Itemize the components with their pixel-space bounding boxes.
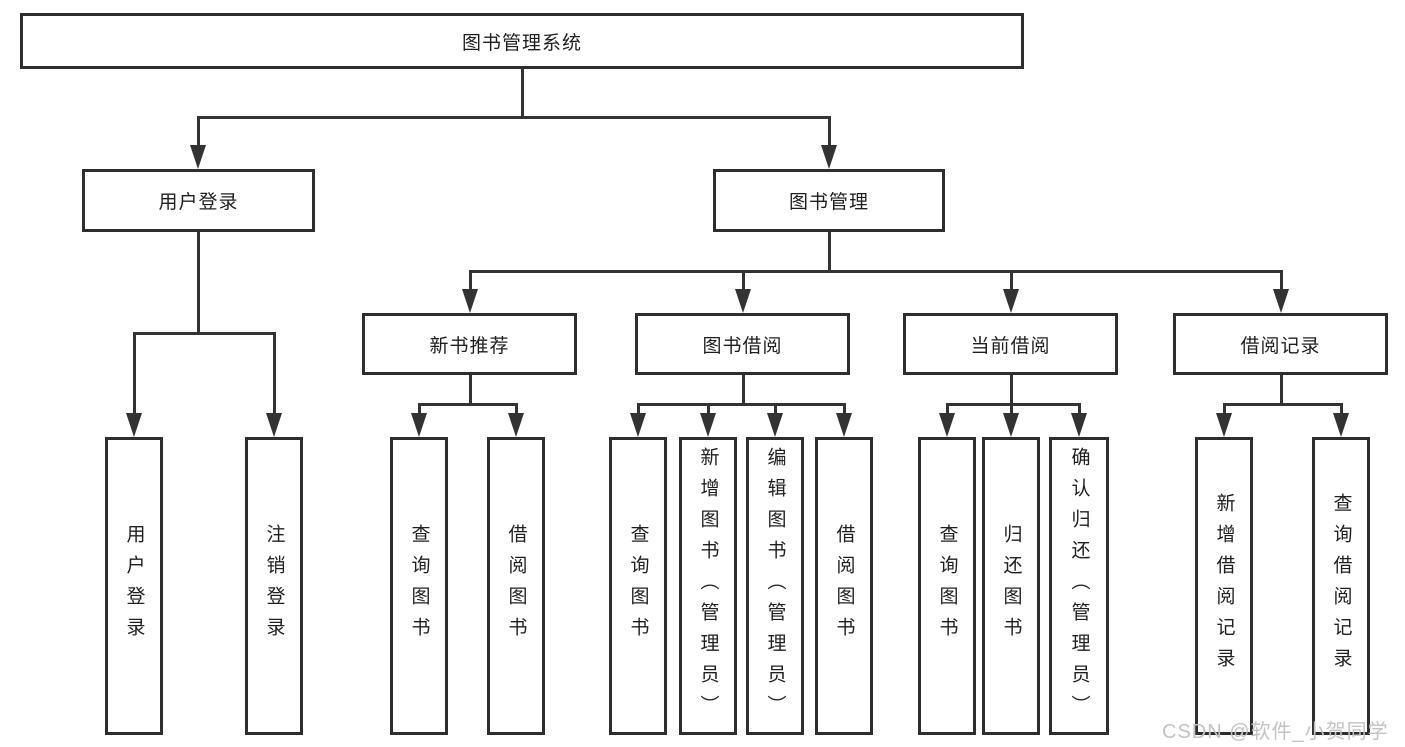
arrow-down-icon [821, 145, 837, 169]
node-label: 归还图书 [1000, 524, 1022, 648]
connector-line [514, 403, 518, 413]
arrow-down-icon [1216, 413, 1232, 437]
arrow-down-icon [266, 413, 282, 437]
node-leaf-borrow-books-2: 借阅图书 [815, 437, 873, 735]
node-label: 注销登录 [263, 524, 285, 648]
arrow-down-icon [939, 413, 955, 437]
connector-line [1339, 403, 1343, 413]
node-leaf-add-book-admin: 新增图书（管理员） [679, 437, 737, 735]
arrow-down-icon [767, 413, 783, 437]
arrow-down-icon [508, 413, 524, 437]
connector-line [1279, 270, 1283, 289]
connector-line [520, 69, 524, 119]
node-leaf-query-books-2: 查询图书 [609, 437, 667, 735]
node-root: 图书管理系统 [20, 13, 1024, 69]
arrow-down-icon [735, 289, 751, 313]
connector-line [636, 403, 640, 413]
arrow-down-icon [126, 413, 142, 437]
connector-line [417, 403, 518, 406]
node-leaf-add-record: 新增借阅记录 [1195, 437, 1253, 735]
node-leaf-borrow-books-1: 借阅图书 [487, 437, 545, 735]
connector-line [1222, 403, 1343, 406]
node-leaf-query-record: 查询借阅记录 [1312, 437, 1370, 735]
node-label: 图书借阅 [702, 335, 783, 357]
connector-line [1009, 270, 1013, 289]
connector-line [1009, 375, 1013, 406]
node-label: 编辑图书（管理员） [764, 446, 786, 726]
arrow-down-icon [1333, 413, 1349, 437]
node-label: 新增借阅记录 [1213, 493, 1235, 679]
arrow-down-icon [1071, 413, 1087, 437]
node-label: 借阅图书 [833, 524, 855, 648]
connector-line [132, 332, 276, 335]
connector-line [827, 232, 831, 273]
connector-line [132, 332, 136, 413]
arrow-down-icon [836, 413, 852, 437]
node-leaf-logout: 注销登录 [245, 437, 303, 735]
node-label: 新书推荐 [429, 335, 510, 357]
arrow-down-icon [700, 413, 716, 437]
node-label: 查询图书 [408, 524, 430, 648]
connector-line [272, 332, 276, 413]
node-label: 查询借阅记录 [1330, 493, 1352, 679]
connector-line [196, 116, 831, 119]
arrow-down-icon [1273, 289, 1289, 313]
arrow-down-icon [630, 413, 646, 437]
connector-line [468, 270, 1283, 273]
node-leaf-user-login: 用户登录 [105, 437, 163, 735]
node-label: 新增图书（管理员） [697, 446, 719, 726]
node-label: 查询图书 [936, 524, 958, 648]
node-leaf-edit-book-admin: 编辑图书（管理员） [746, 437, 804, 735]
node-label: 图书管理 [788, 192, 869, 213]
connector-line [196, 232, 200, 335]
node-label: 图书管理系统 [461, 32, 582, 54]
node-borrow-records: 借阅记录 [1173, 313, 1388, 375]
node-leaf-return-book: 归还图书 [982, 437, 1040, 735]
arrow-down-icon [462, 289, 478, 313]
node-label: 当前借阅 [970, 335, 1051, 357]
node-book-mgmt: 图书管理 [713, 169, 945, 232]
connector-line [741, 375, 745, 406]
node-label: 用户登录 [158, 192, 239, 213]
arrow-down-icon [411, 413, 427, 437]
node-book-borrow: 图书借阅 [635, 313, 850, 375]
arrow-down-icon [1003, 289, 1019, 313]
node-label: 借阅图书 [505, 524, 527, 648]
arrow-down-icon [1003, 413, 1019, 437]
connector-line [636, 403, 846, 406]
connector-line [827, 116, 831, 145]
node-user-login: 用户登录 [82, 169, 315, 232]
connector-line [945, 403, 1081, 406]
connector-line [468, 270, 472, 289]
connector-line [1077, 403, 1081, 413]
connector-line [945, 403, 949, 413]
node-current-borrow: 当前借阅 [903, 313, 1118, 375]
connector-line [417, 403, 421, 413]
node-label: 借阅记录 [1240, 335, 1321, 357]
arrow-down-icon [190, 145, 206, 169]
connector-line [1222, 403, 1226, 413]
connector-line [1279, 375, 1283, 406]
node-label: 确认归还（管理员） [1068, 446, 1090, 726]
connector-line [773, 403, 777, 413]
node-leaf-confirm-return: 确认归还（管理员） [1049, 437, 1109, 735]
node-leaf-query-books-1: 查询图书 [390, 437, 448, 735]
connector-line [468, 375, 472, 406]
node-leaf-query-books-3: 查询图书 [918, 437, 976, 735]
connector-line [1009, 403, 1013, 413]
node-label: 查询图书 [627, 524, 649, 648]
node-label: 用户登录 [123, 524, 145, 648]
connector-line [842, 403, 846, 413]
connector-line [741, 270, 745, 289]
connector-line [196, 116, 200, 145]
connector-line [706, 403, 710, 413]
node-new-book-rec: 新书推荐 [362, 313, 577, 375]
